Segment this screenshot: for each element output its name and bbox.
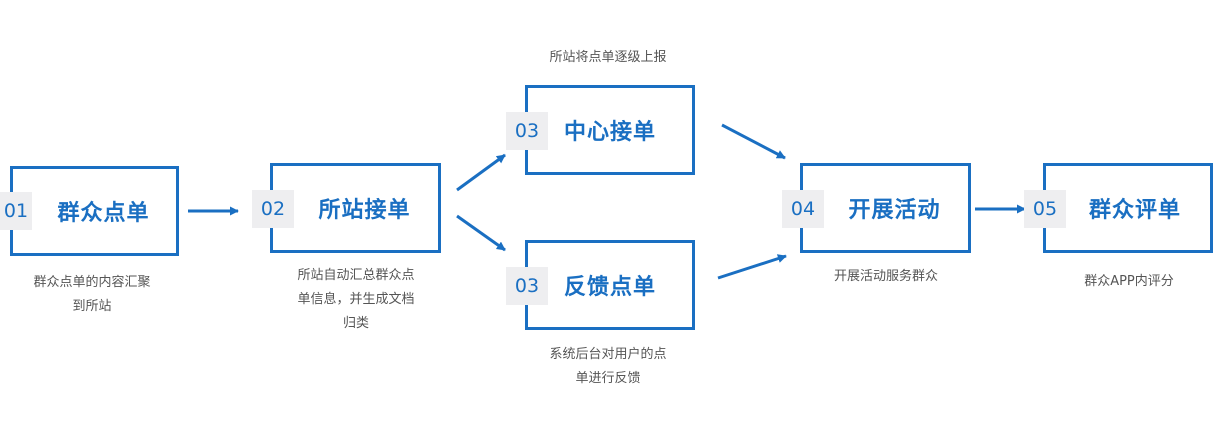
arrow-02-to-03b (456, 214, 506, 252)
arrow-02-to-03a (456, 153, 506, 192)
step-04-caption: 开展活动服务群众 (833, 269, 938, 284)
step-03b-number: 03 (506, 267, 548, 305)
step-02-caption: 所站自动汇总群众点 单信息，并生成文档 归类 (297, 268, 415, 331)
step-02-number: 02 (252, 190, 294, 228)
step-05-caption: 群众APP内评分 (1084, 274, 1174, 289)
step-03a-title: 中心接单 (563, 120, 656, 145)
step-01-number: 01 (0, 192, 32, 230)
step-05-box: 群众评单 (1043, 163, 1213, 253)
step-02-box: 所站接单 (270, 163, 441, 253)
step-03b-caption: 系统后台对用户的点 单进行反馈 (549, 347, 667, 386)
arrow-03a-to-04 (721, 123, 786, 160)
step-02-title: 所站接单 (318, 198, 411, 223)
step-03b-title: 反馈点单 (563, 275, 656, 300)
step-04-title: 开展活动 (848, 198, 941, 223)
arrow-03b-to-04 (717, 254, 787, 280)
step-01-box: 群众点单 (10, 166, 179, 256)
step-04-box: 开展活动 (800, 163, 971, 253)
step-05-title: 群众评单 (1088, 198, 1181, 223)
step-04-number: 04 (782, 190, 824, 228)
step-01-title: 群众点单 (57, 201, 150, 226)
step-03a-caption: 所站将点单逐级上报 (549, 50, 667, 65)
step-03a-box: 中心接单 (525, 85, 695, 175)
step-03b-box: 反馈点单 (525, 240, 695, 330)
step-01-caption: 群众点单的内容汇聚 到所站 (33, 275, 151, 314)
step-03a-number: 03 (506, 112, 548, 150)
step-05-number: 05 (1024, 190, 1066, 228)
